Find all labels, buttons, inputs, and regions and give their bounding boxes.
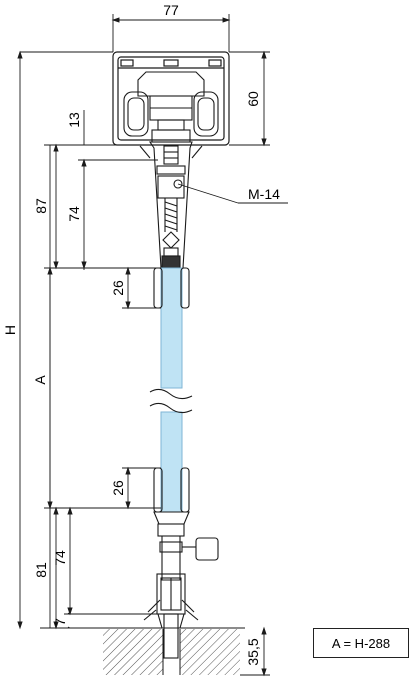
dim-track-height: 60 [245, 91, 261, 107]
roller-carriage [123, 71, 219, 143]
dim-upper-inner: 74 [66, 206, 82, 222]
dim-bottom-offset: 7 [52, 618, 68, 626]
dimension-lines [17, 14, 288, 677]
dim-glass-height: A [32, 375, 48, 385]
lower-guide-assembly [143, 523, 219, 659]
top-track-profile [112, 51, 230, 146]
glass-panel [149, 267, 193, 513]
dim-lower-height: 81 [33, 562, 49, 578]
dim-top-offset: 13 [66, 112, 82, 128]
formula-note: A = H-288 [313, 628, 409, 658]
dim-floor-depth: 35,5 [245, 638, 261, 665]
dim-upper-height: 87 [33, 198, 49, 214]
dim-upper-glass: 26 [110, 280, 126, 296]
floor-section [40, 627, 245, 675]
dim-lower-inner: 74 [52, 550, 68, 566]
dim-width-top: 77 [163, 2, 179, 18]
dim-lower-glass: 26 [110, 480, 126, 496]
thread-label: M-14 [248, 186, 280, 202]
dim-total-height: H [2, 325, 18, 335]
upper-hanger-block [139, 141, 203, 269]
